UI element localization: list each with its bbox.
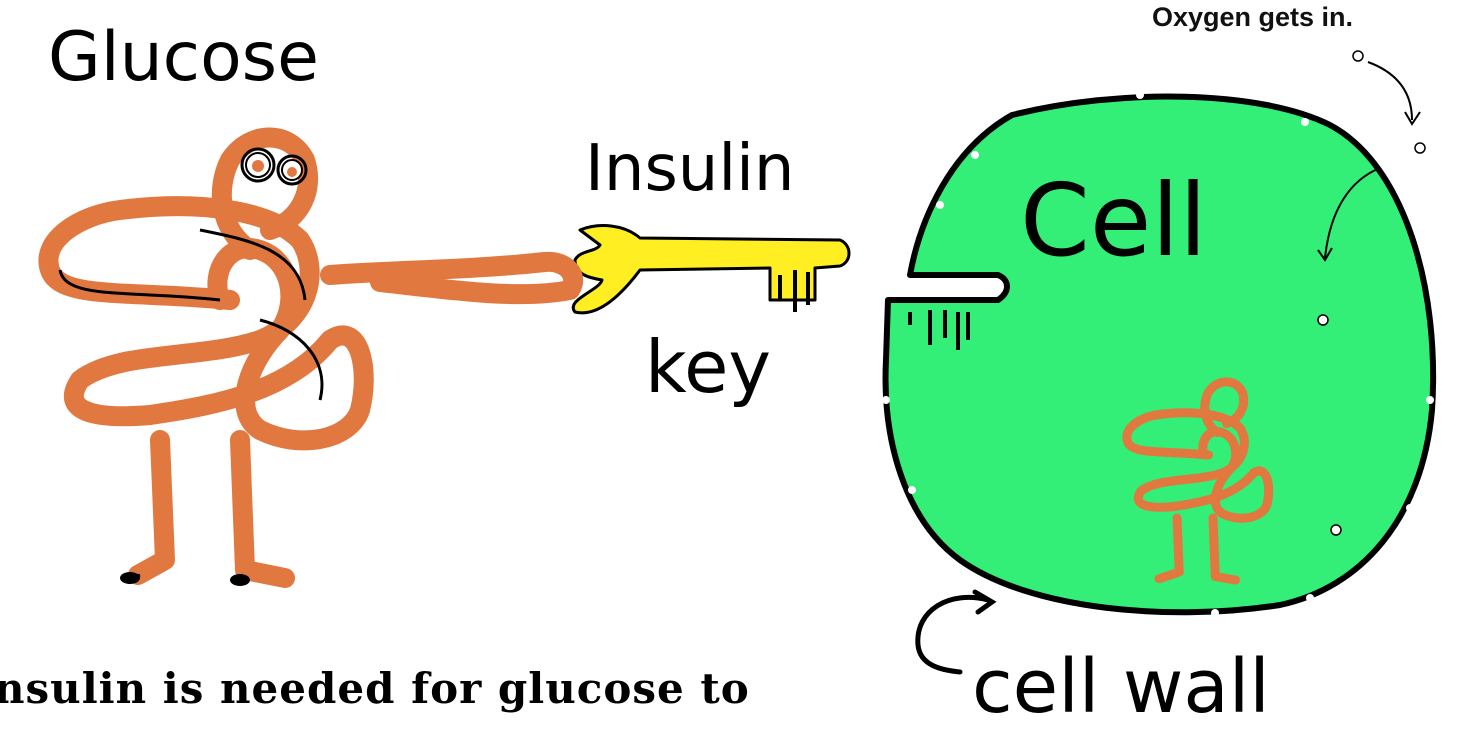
oxygen-label: Oxygen gets in. — [1152, 2, 1353, 33]
glucose-character-icon — [48, 138, 573, 579]
caption-text: nsulin is needed for glucose to — [0, 664, 750, 713]
cell-label: Cell — [1020, 162, 1207, 279]
glucose-label: Glucose — [48, 18, 319, 97]
cell-group — [882, 51, 1434, 617]
insulin-key-icon — [573, 226, 849, 313]
cell-wall-label: cell wall — [972, 644, 1270, 730]
key-label: key — [645, 325, 771, 409]
insulin-label: Insulin — [585, 132, 794, 206]
